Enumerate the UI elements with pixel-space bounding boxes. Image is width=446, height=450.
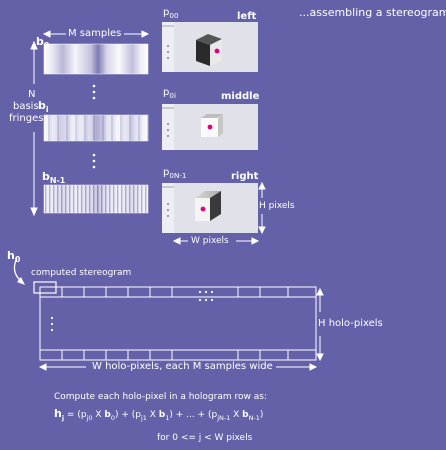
w-pixels-label: W pixels [191,236,229,246]
formula-intro: Compute each holo-pixel in a hologram ro… [54,392,267,402]
p00-label: p00 [163,7,179,20]
h0-label: h0 [7,249,21,265]
basis-n-label: N [28,89,36,100]
bn-label: bN-1 [42,170,66,186]
w-pixels-arrow [172,237,260,245]
right-view-label: right [231,171,259,182]
h-holo-label: H holo-pixels [318,318,383,329]
view-left [162,22,258,72]
w-holo-label: W holo-pixels, each M samples wide [92,361,273,372]
p0n-label: p0N-1 [163,167,187,180]
hologram-grid [39,286,317,361]
h-holo-arrow [316,287,324,362]
computed-stereogram-label: computed stereogram [31,268,132,278]
m-samples-arrow [42,30,150,38]
p0i-label: p0i [163,87,176,100]
fringe-bn [43,184,149,214]
left-view-label: left [237,11,257,22]
h-pixels-label: H pixels [259,201,295,211]
middle-view-label: middle [221,91,260,102]
fringes-word-label: fringes [9,113,44,124]
fringe-ellipsis [92,84,96,169]
n-basis-bracket [30,40,38,217]
h0-arrow [13,257,25,285]
hologram-ellipsis [50,290,214,332]
w-holo-arrow [38,363,318,371]
b0-label: b0 [36,35,50,51]
bi-label: bi [38,99,49,115]
diagram-title: ...assembling a stereogram [299,6,446,19]
h-pixels-arrow [258,181,266,235]
m-samples-label: M samples [68,28,122,39]
view-middle [162,104,258,150]
fringe-bi [43,114,149,142]
basis-word-label: basis [13,101,39,112]
fringe-b0 [43,43,149,75]
view-right [162,183,258,233]
formula-equation: hj = (pj0 X b0) + (pj1 X b1) + ... + (pj… [54,407,264,422]
formula-range: for 0 <= j < W pixels [157,433,253,443]
